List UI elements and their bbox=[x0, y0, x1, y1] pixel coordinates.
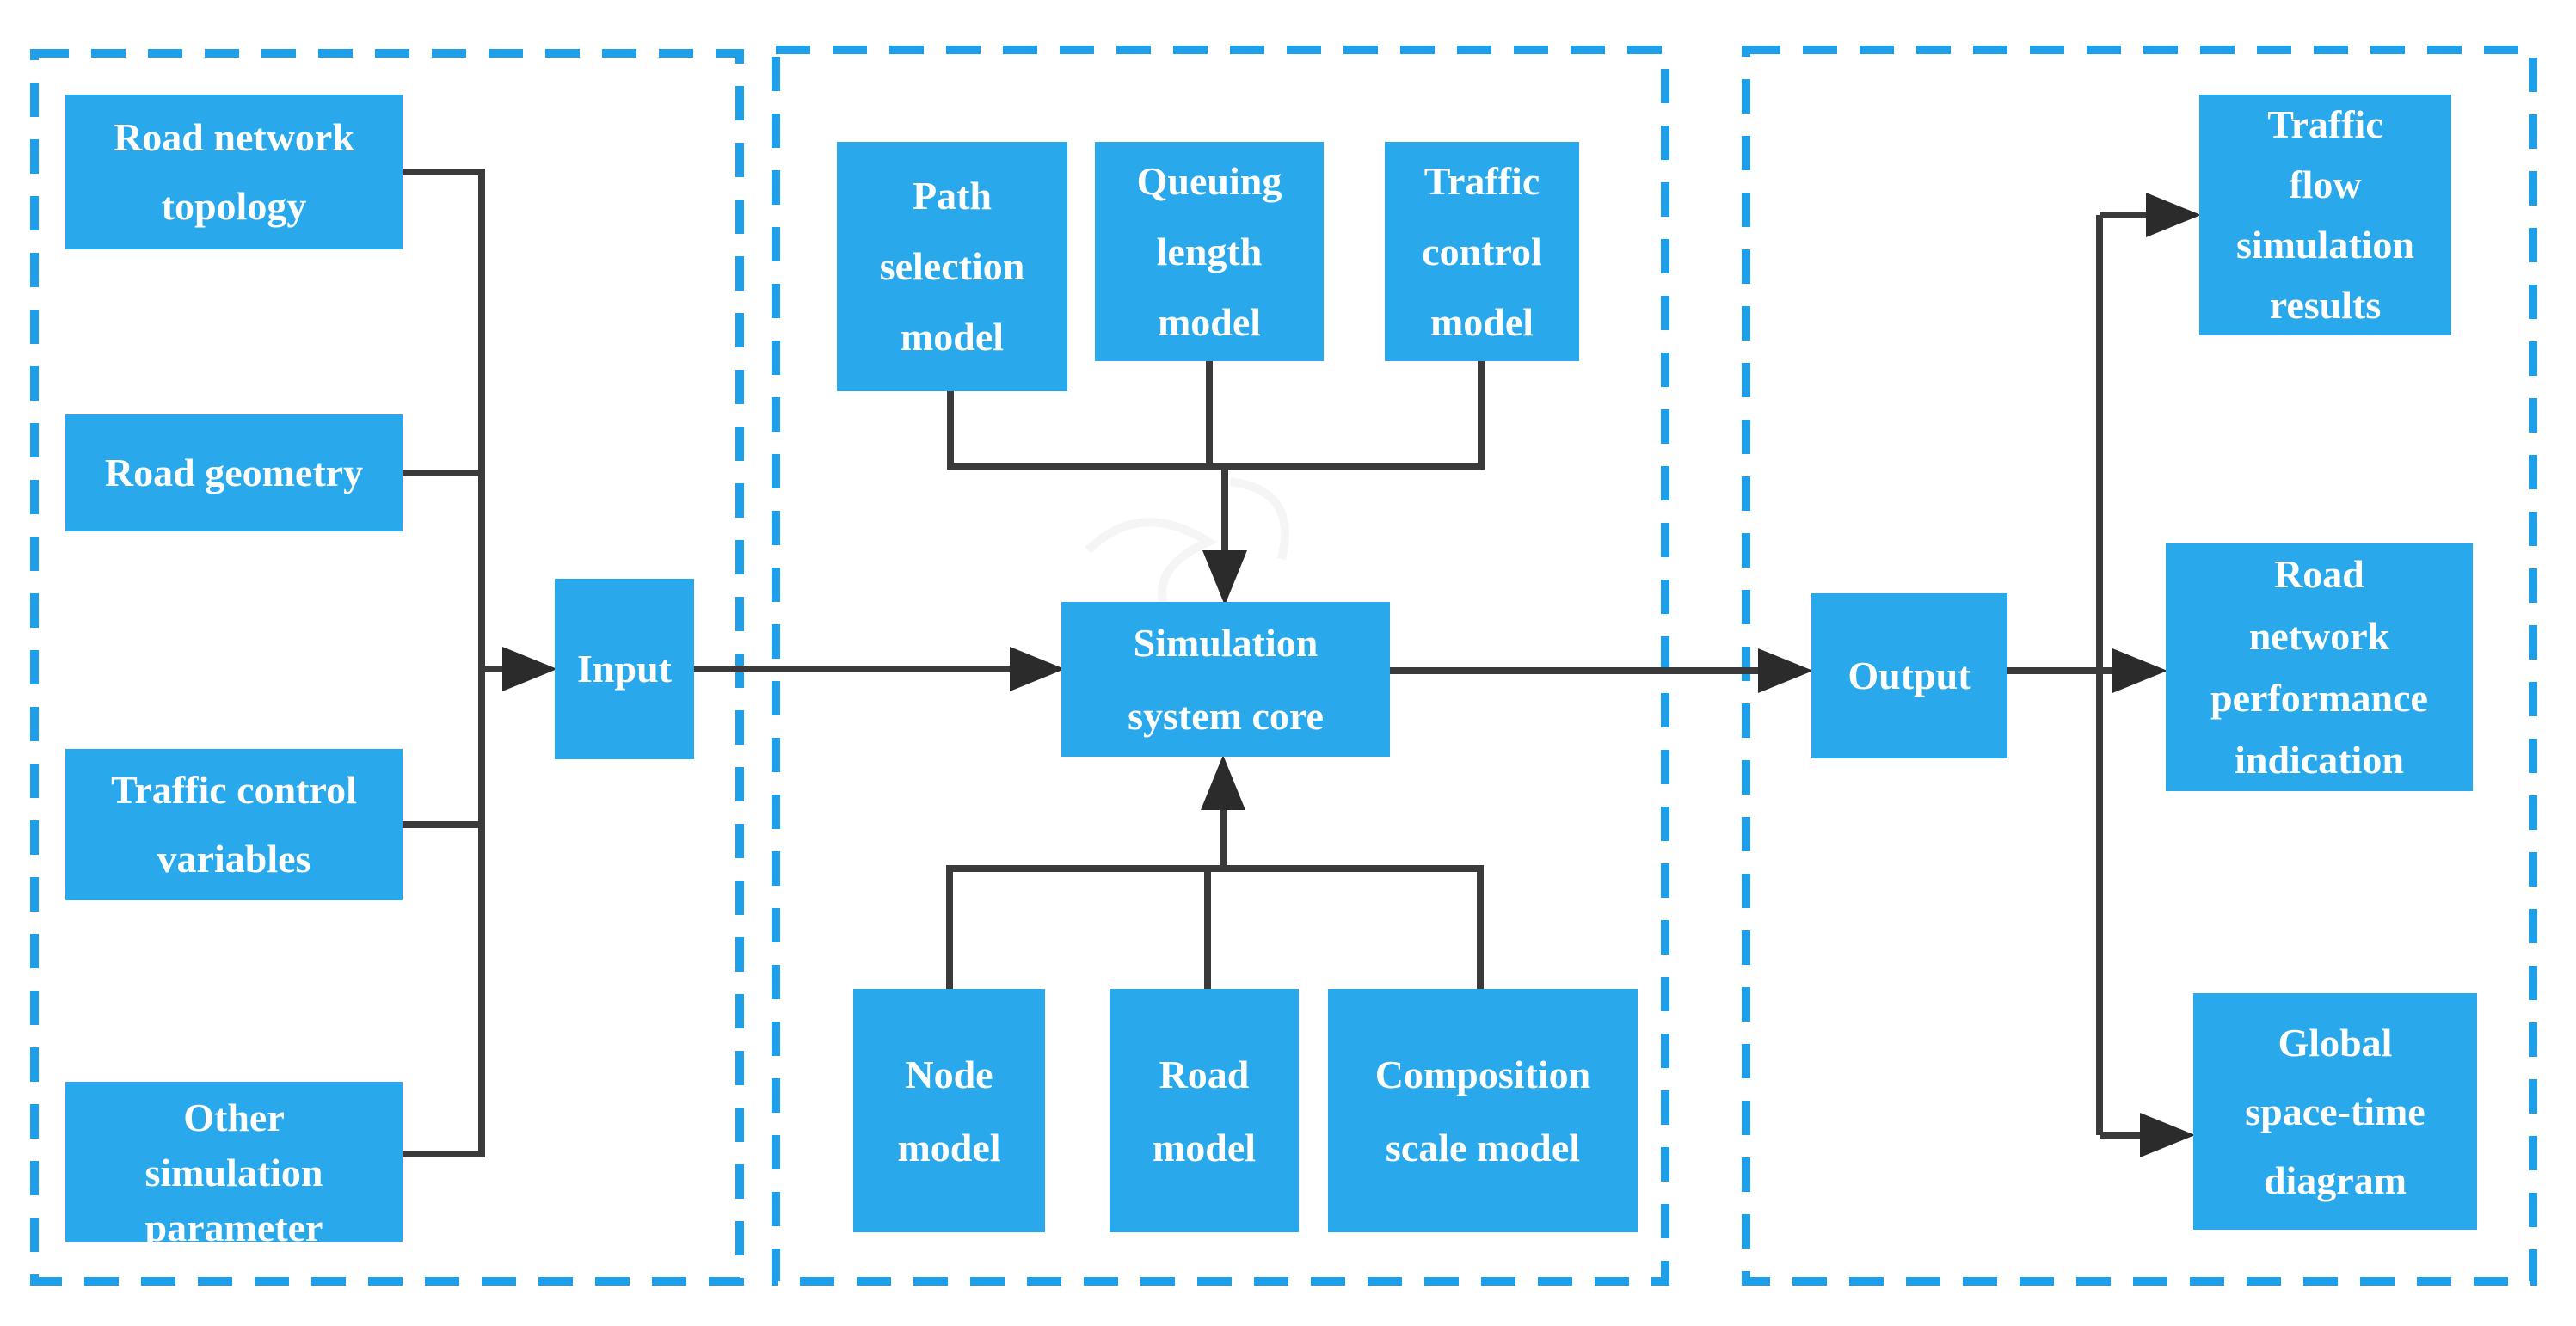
node-node-model-label: Node model bbox=[897, 1052, 1001, 1169]
node-path-selection-model: Path selection model bbox=[837, 142, 1067, 391]
node-traffic-control-model: Traffic control model bbox=[1385, 142, 1579, 361]
arrowhead-into-performance bbox=[2112, 648, 2167, 693]
arrowhead-into-output bbox=[1758, 648, 1813, 693]
node-road-network-topology: Road network topology bbox=[65, 95, 403, 249]
node-simulation-system-core-label: Simulation system core bbox=[1128, 621, 1324, 738]
node-traffic-flow-simulation-results: Traffic flow simulation results bbox=[2199, 95, 2451, 335]
arrowhead-into-flow-results bbox=[2146, 193, 2201, 237]
arrowhead-into-core-bottom bbox=[1201, 755, 1245, 810]
node-simulation-system-core: Simulation system core bbox=[1061, 602, 1390, 757]
panel-output-section bbox=[1742, 46, 2537, 1286]
node-road-model-label: Road model bbox=[1152, 1052, 1257, 1169]
node-input: Input bbox=[555, 579, 694, 759]
node-queuing-length-model-label: Queuing length model bbox=[1136, 158, 1282, 344]
arrowhead-into-input bbox=[502, 647, 557, 691]
node-node-model: Node model bbox=[853, 989, 1045, 1232]
arrowhead-into-core-left bbox=[1010, 647, 1065, 691]
node-traffic-control-variables-label: Traffic control variables bbox=[111, 768, 357, 881]
node-road-geometry: Road geometry bbox=[65, 414, 403, 531]
node-road-model: Road model bbox=[1110, 989, 1299, 1232]
node-road-network-topology-label: Road network topology bbox=[114, 115, 354, 228]
panel-model-section bbox=[772, 46, 1669, 1286]
node-other-simulation-parameter-label: Other simulation parameter bbox=[144, 1096, 323, 1242]
node-global-space-time-diagram-label: Global space-time diagram bbox=[2245, 1020, 2425, 1202]
node-composition-scale-model-label: Composition scale model bbox=[1374, 1052, 1591, 1169]
node-output: Output bbox=[1811, 593, 2007, 758]
node-road-network-performance-indication: Road network performance indication bbox=[2166, 543, 2473, 791]
watermark bbox=[1085, 477, 1289, 640]
node-traffic-control-model-label: Traffic control model bbox=[1422, 158, 1542, 344]
node-output-label: Output bbox=[1847, 654, 1971, 697]
upper-model-collector-lines bbox=[947, 359, 1485, 557]
node-other-simulation-parameter: Other simulation parameter bbox=[65, 1082, 403, 1242]
arrowhead-into-core-top bbox=[1202, 550, 1247, 605]
lower-model-collector-lines bbox=[946, 810, 1484, 989]
node-global-space-time-diagram: Global space-time diagram bbox=[2193, 993, 2477, 1230]
node-queuing-length-model: Queuing length model bbox=[1095, 142, 1324, 361]
node-composition-scale-model: Composition scale model bbox=[1328, 989, 1638, 1232]
node-input-label: Input bbox=[577, 647, 672, 691]
node-road-network-performance-indication-label: Road network performance indication bbox=[2210, 552, 2428, 782]
arrowhead-into-space-time bbox=[2140, 1113, 2195, 1157]
input-collector-lines bbox=[403, 169, 509, 1157]
node-traffic-flow-simulation-results-label: Traffic flow simulation results bbox=[2235, 102, 2415, 327]
node-path-selection-model-label: Path selection model bbox=[879, 174, 1025, 359]
node-traffic-control-variables: Traffic control variables bbox=[65, 749, 403, 900]
node-road-geometry-label: Road geometry bbox=[104, 451, 364, 494]
